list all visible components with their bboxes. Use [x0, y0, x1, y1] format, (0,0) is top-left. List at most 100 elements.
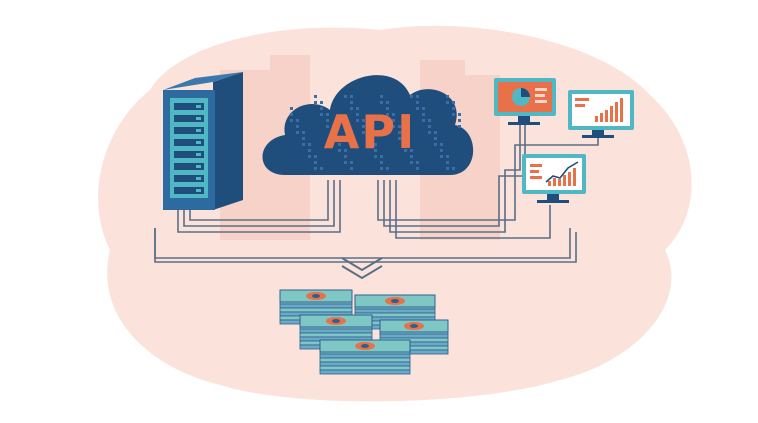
cloud-dot — [416, 101, 419, 104]
cloud-dot — [296, 125, 299, 128]
cloud-dot — [380, 155, 383, 158]
cloud-dot — [320, 101, 323, 104]
server-slot — [174, 175, 204, 182]
cloud-dot — [320, 167, 323, 170]
cloud-dot — [326, 119, 329, 122]
bar — [553, 178, 556, 186]
cloud-dot — [440, 143, 443, 146]
server-slot — [174, 139, 204, 146]
server-slot-light — [196, 189, 201, 192]
cloud-dot — [326, 113, 329, 116]
cloud-dot — [332, 125, 335, 128]
cloud-dot — [320, 113, 323, 116]
cloud-dot — [302, 131, 305, 134]
cloud-dot — [380, 161, 383, 164]
bar — [563, 175, 566, 186]
cloud-dot — [308, 155, 311, 158]
cloud-dot — [416, 161, 419, 164]
cloud-dot — [338, 137, 341, 140]
cloud-dot — [428, 119, 431, 122]
server-slot-light — [196, 165, 201, 168]
server-slot — [174, 187, 204, 194]
server-slot-light — [196, 117, 201, 120]
cloud-dot — [392, 119, 395, 122]
cloud-dot — [404, 149, 407, 152]
cloud-dot — [296, 131, 299, 134]
cloud-dot — [332, 131, 335, 134]
cloud-dot — [458, 119, 461, 122]
server-slot — [174, 115, 204, 122]
server-slot-light — [196, 105, 201, 108]
cloud-dot — [392, 125, 395, 128]
cloud-dot — [374, 143, 377, 146]
cloud-dot — [290, 119, 293, 122]
cloud-api-label: API — [324, 105, 416, 159]
cloud-dot — [440, 155, 443, 158]
cloud-dot — [314, 161, 317, 164]
cloud-dot — [350, 95, 353, 98]
cloud-dot — [416, 167, 419, 170]
cloud-dot — [452, 113, 455, 116]
bar — [568, 172, 571, 186]
cloud-dot — [338, 143, 341, 146]
server-rack-icon — [163, 72, 243, 210]
money-stack — [379, 319, 449, 355]
cloud-dot — [362, 131, 365, 134]
cloud-dot — [422, 119, 425, 122]
cloud-dot — [416, 107, 419, 110]
server-slot-light — [196, 129, 201, 132]
cloud-dot — [362, 125, 365, 128]
cloud-dot — [452, 101, 455, 104]
server-slot — [174, 163, 204, 170]
cloud-dot — [296, 119, 299, 122]
cloud-dot — [398, 125, 401, 128]
cloud-dot — [380, 95, 383, 98]
cloud-dot — [344, 161, 347, 164]
bar — [558, 179, 561, 186]
cloud-dot — [362, 119, 365, 122]
cloud-dot — [386, 167, 389, 170]
server-slot-light — [196, 177, 201, 180]
bar — [620, 98, 623, 122]
cloud-dot — [428, 131, 431, 134]
cloud-dot — [416, 95, 419, 98]
server-slot-light — [196, 141, 201, 144]
cloud-dot — [314, 167, 317, 170]
money-stack — [319, 339, 411, 375]
cloud-dot — [386, 113, 389, 116]
money-stacks-icon — [279, 289, 449, 375]
server-slot — [174, 103, 204, 110]
cloud-dot — [404, 137, 407, 140]
bar — [615, 102, 618, 122]
cloud-dot — [350, 161, 353, 164]
cloud-dot — [380, 167, 383, 170]
cloud-dot — [398, 137, 401, 140]
cloud-dot — [344, 95, 347, 98]
cloud-dot — [326, 125, 329, 128]
cloud-dot — [368, 143, 371, 146]
cloud-dot — [428, 125, 431, 128]
cloud-dot — [386, 101, 389, 104]
connection-wires — [154, 122, 599, 263]
cloud-dot — [302, 137, 305, 140]
cloud-dot — [446, 161, 449, 164]
monitor-pie-chart-icon — [494, 78, 556, 125]
cloud-dot — [452, 167, 455, 170]
cloud-dot — [290, 113, 293, 116]
cloud-dot — [350, 101, 353, 104]
cloud-dot — [410, 161, 413, 164]
cloud-dot — [314, 95, 317, 98]
cloud-dot — [404, 143, 407, 146]
cloud-dot — [392, 113, 395, 116]
cloud-dot — [386, 107, 389, 110]
cloud-dot — [344, 155, 347, 158]
cloud-dot — [458, 125, 461, 128]
cloud-dot — [374, 155, 377, 158]
cloud-dot — [398, 131, 401, 134]
cloud-dot — [344, 149, 347, 152]
monitor-bar-chart-icon — [568, 90, 634, 138]
cloud-dot — [458, 113, 461, 116]
cloud-icon: API — [262, 75, 474, 175]
cloud-dot — [368, 131, 371, 134]
bar — [595, 116, 598, 122]
